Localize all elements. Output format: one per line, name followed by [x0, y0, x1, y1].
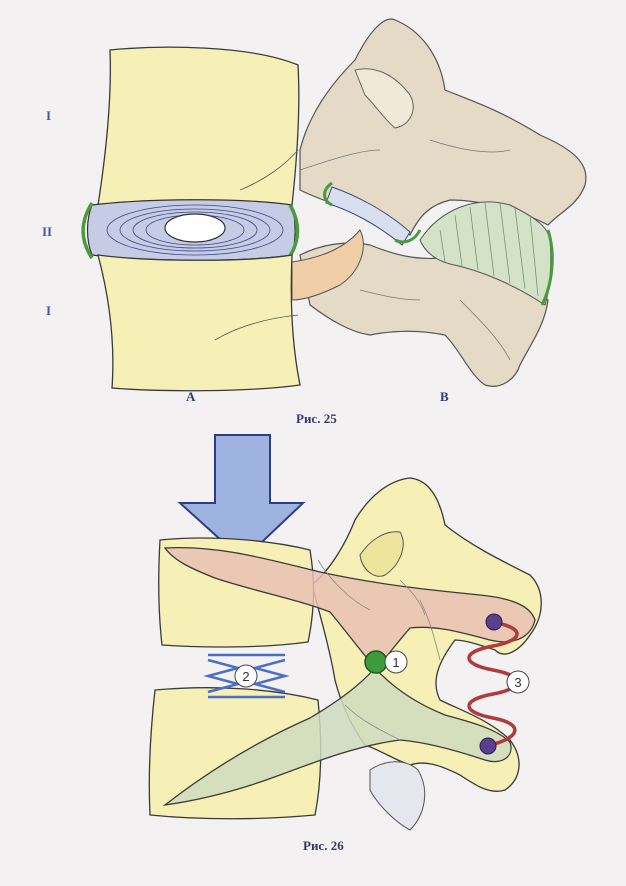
vertebra-a-contour-line-lower [214, 314, 299, 341]
level-label-mid: II [42, 224, 53, 239]
ligament-hatching [439, 202, 539, 297]
nucleus-pulposus [164, 213, 226, 243]
marker-3: 3 [506, 670, 530, 694]
spring-anchor-top [485, 613, 503, 631]
ligament-green-b-left [323, 181, 333, 207]
lower-process-shadow [369, 761, 426, 831]
ligament-green-b-mid [394, 229, 422, 244]
compressed-disc-spring [203, 653, 290, 699]
vertebra-a-lower-body [97, 254, 301, 392]
vertebra-a-frontal [81, 46, 301, 392]
ligament-green-a-left [81, 202, 94, 259]
figure-25-caption: Рис. 25 [296, 411, 337, 426]
panel-b-label: B [440, 389, 449, 404]
vertebra-b-articular-gap [325, 186, 411, 246]
figure-26: 1 2 3 [148, 434, 542, 831]
ligament-green-a-right [288, 204, 300, 257]
inner-contours-26 [317, 559, 441, 741]
transverse-process [359, 531, 404, 577]
figure-25 [81, 18, 587, 392]
figure-26-caption: Рис. 26 [303, 838, 344, 853]
vertebra-b-orange-process [291, 229, 364, 301]
vertebra-a-contour-line-upper [239, 149, 299, 191]
vertebra-b-lateral [291, 18, 587, 387]
load-arrow [177, 434, 306, 562]
level-label-bottom: I [46, 303, 52, 318]
marker-3-label: 3 [514, 675, 521, 690]
upper-lever-red [163, 546, 536, 669]
facet-pivot [364, 650, 388, 674]
vertebra-b-contours [299, 139, 511, 361]
marker-1: 1 [384, 650, 408, 674]
vertebra-b-lower-body [299, 242, 549, 387]
lower-lever-green [162, 667, 512, 806]
panel-a-label: A [186, 389, 196, 404]
vertebra-a-upper-body [97, 46, 300, 206]
spring-anchor-bottom [479, 737, 497, 755]
marker-2: 2 [234, 664, 258, 688]
vertebra-b-process-upper [354, 68, 414, 129]
marker-2-label: 2 [242, 669, 249, 684]
marker-1-label: 1 [392, 655, 399, 670]
ligament-green-b-right [540, 229, 554, 306]
level-label-top: I [46, 108, 52, 123]
